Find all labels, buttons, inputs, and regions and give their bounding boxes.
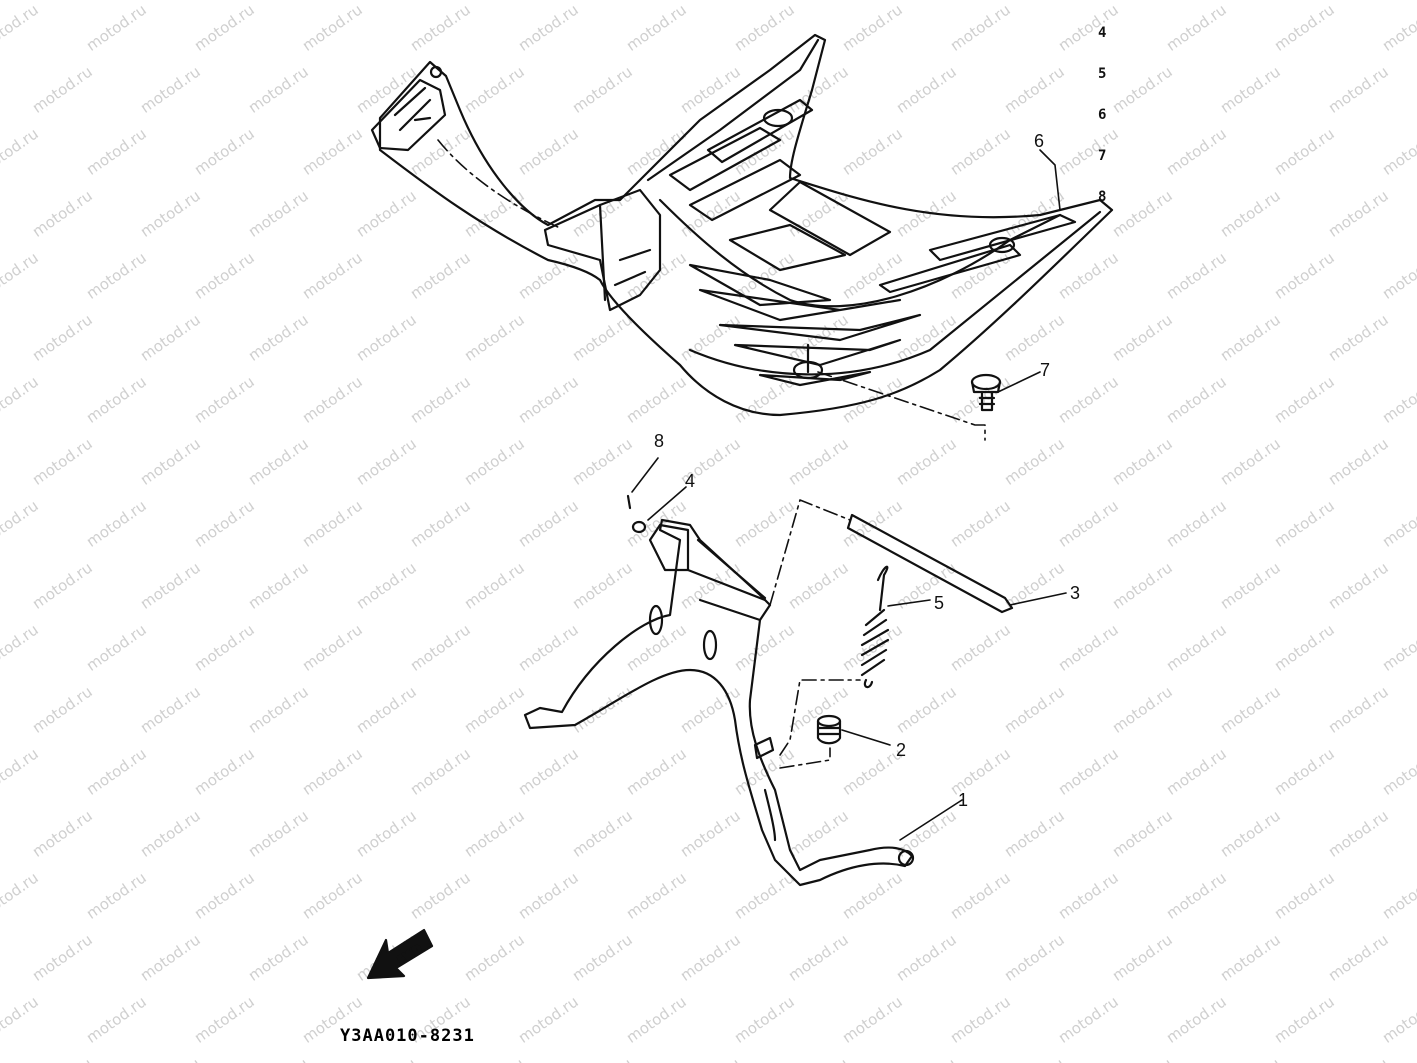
callout-8: 8 [654,431,665,451]
forward-direction-arrow: FWD [366,928,434,980]
shaft-part-3 [846,513,1014,614]
side-index-5: 5 [1098,66,1107,82]
washer-part-4 [631,520,647,534]
callout-4: 4 [685,471,696,491]
side-index-4: 4 [1098,25,1107,41]
callout-7: 7 [1040,360,1051,380]
stopper-part-2 [816,714,842,745]
leader-lines [631,149,1067,841]
figure-code: Y3AA010-8231 [340,1026,475,1046]
cotter-pin-part-8 [626,494,632,510]
main-stand-part-1 [523,499,915,887]
floor-cover-part-6 [370,33,1114,441]
side-index-6: 6 [1098,107,1107,123]
callout-1: 1 [958,790,969,810]
side-index-8: 8 [1098,189,1107,205]
callout-5: 5 [934,593,945,613]
callout-2: 2 [896,740,907,760]
callout-6: 6 [1034,131,1045,151]
side-index-7: 7 [1098,148,1107,164]
bolt-part-7 [970,373,1002,412]
callout-3: 3 [1070,583,1081,603]
spring-part-5 [860,565,890,689]
